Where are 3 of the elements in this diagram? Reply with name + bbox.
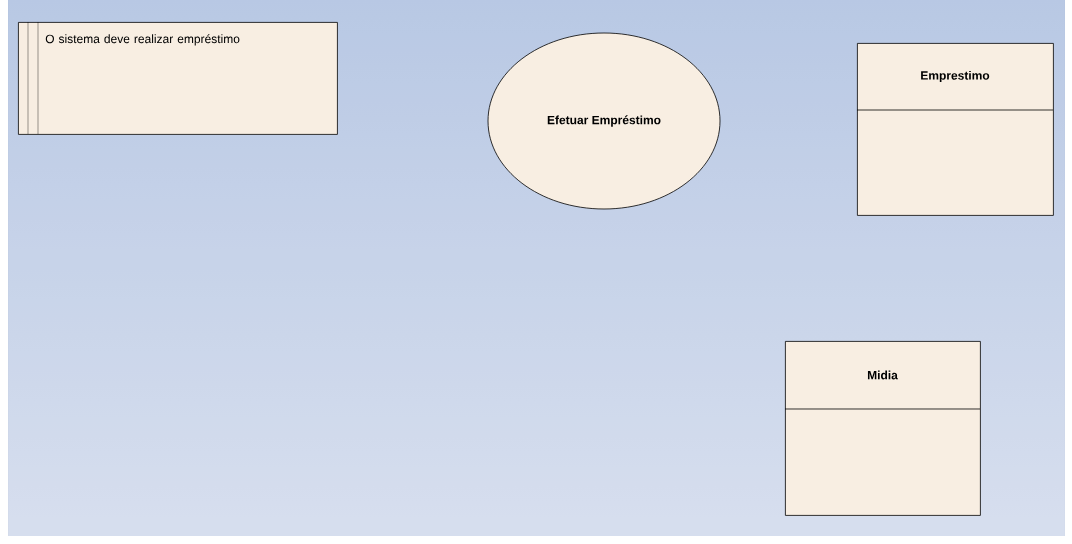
class-box: Emprestimo: [856, 43, 1054, 216]
class-box: Midia: [784, 341, 981, 516]
requirement-box: O sistema deve realizar empréstimo: [18, 21, 338, 135]
